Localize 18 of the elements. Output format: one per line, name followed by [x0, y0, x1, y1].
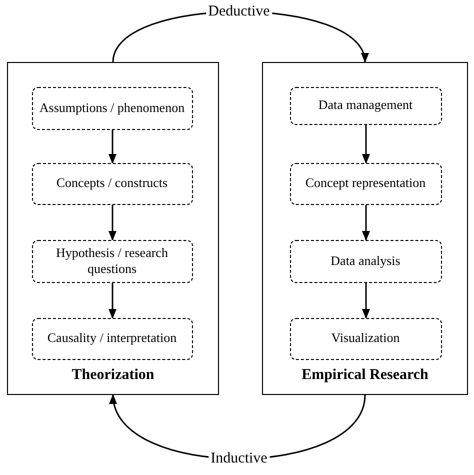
- panel: [262, 62, 468, 395]
- process-box: Data management: [290, 86, 442, 124]
- arrow: [108, 205, 116, 241]
- panel-title: Empirical Research: [300, 367, 430, 384]
- arrow: [108, 283, 116, 319]
- arrow: [362, 283, 370, 319]
- process-box: Assumptions / phenomenon: [32, 86, 192, 130]
- arrow: [108, 130, 116, 164]
- process-box: Causality / interpretation: [32, 318, 192, 360]
- process-box: Hypothesis / research questions: [32, 240, 192, 282]
- process-box: Concepts / constructs: [32, 162, 192, 204]
- panel: [7, 62, 219, 395]
- process-box: Concept representation: [290, 162, 442, 204]
- panel-title: Theorization: [70, 367, 156, 384]
- arrow: [362, 205, 370, 241]
- arrow: [362, 125, 370, 164]
- process-box: Visualization: [290, 318, 442, 360]
- process-box: Data analysis: [290, 240, 442, 282]
